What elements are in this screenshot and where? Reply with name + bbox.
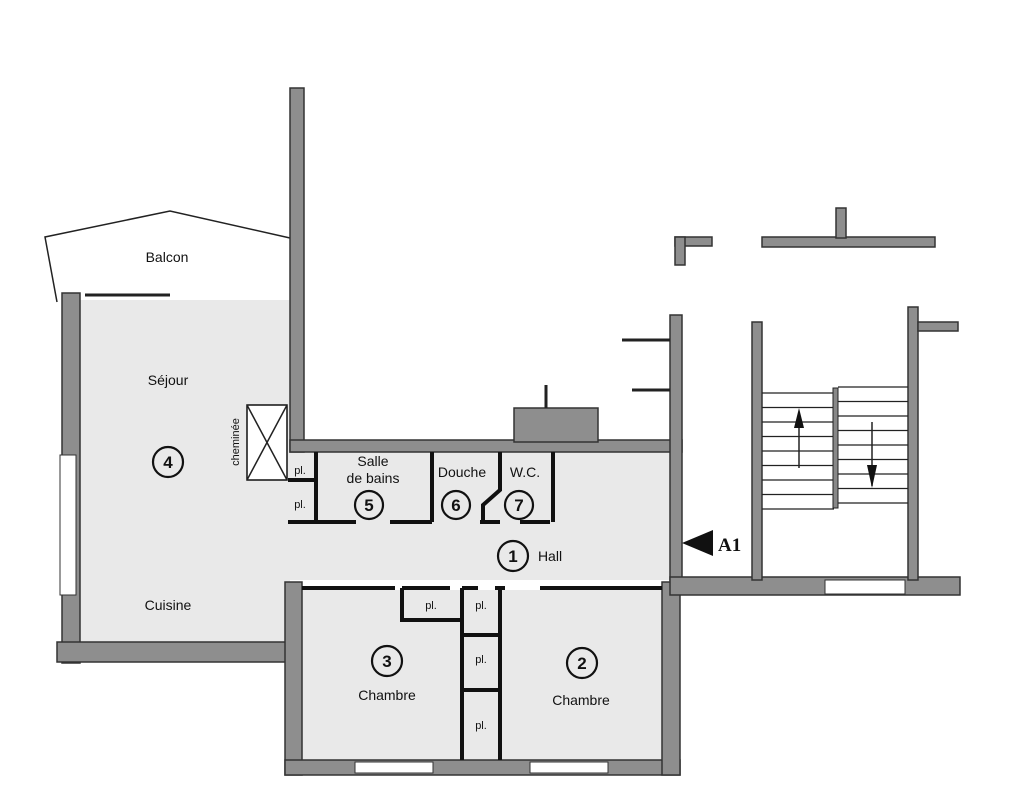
stair-down-arrow-icon: [867, 422, 877, 488]
room-number-6: 6: [451, 496, 460, 515]
closet-label: pl.: [475, 654, 487, 666]
room-number-1: 1: [508, 547, 517, 566]
room-number-3: 3: [382, 652, 391, 671]
closet-label: pl.: [475, 600, 487, 612]
room-label-douche: Douche: [438, 464, 486, 480]
entry-marker: A1: [682, 530, 741, 556]
closet-label: pl.: [294, 465, 306, 477]
staircase: [762, 386, 908, 510]
room-label-bath-1: Salle: [357, 453, 388, 469]
room-label-chambre-2: Chambre: [552, 692, 610, 708]
room-label-bath-2: de bains: [347, 470, 400, 486]
closet-label: pl.: [475, 720, 487, 732]
room-number-2: 2: [577, 654, 586, 673]
closet-label: pl.: [425, 600, 437, 612]
room-label-sejour: Séjour: [148, 372, 189, 388]
balcony-outline: [44, 210, 291, 303]
entry-marker-label: A1: [718, 535, 741, 556]
room-number-5: 5: [364, 496, 373, 515]
balcony-label: Balcon: [146, 249, 189, 265]
chimney: cheminée: [230, 404, 288, 481]
chimney-label: cheminée: [230, 418, 242, 466]
kitchen-label: Cuisine: [145, 597, 192, 613]
room-number-7: 7: [514, 496, 523, 515]
room-label-wc: W.C.: [510, 464, 540, 480]
stair-handrail: [832, 387, 839, 509]
closet-label: pl.: [294, 499, 306, 511]
room-label-hall: Hall: [538, 548, 562, 564]
entry-arrow-icon: [682, 530, 713, 556]
room-label-chambre-3: Chambre: [358, 687, 416, 703]
partitions: [288, 452, 662, 760]
room-number-4: 4: [163, 453, 173, 472]
stair-up-arrow-icon: [794, 408, 804, 468]
